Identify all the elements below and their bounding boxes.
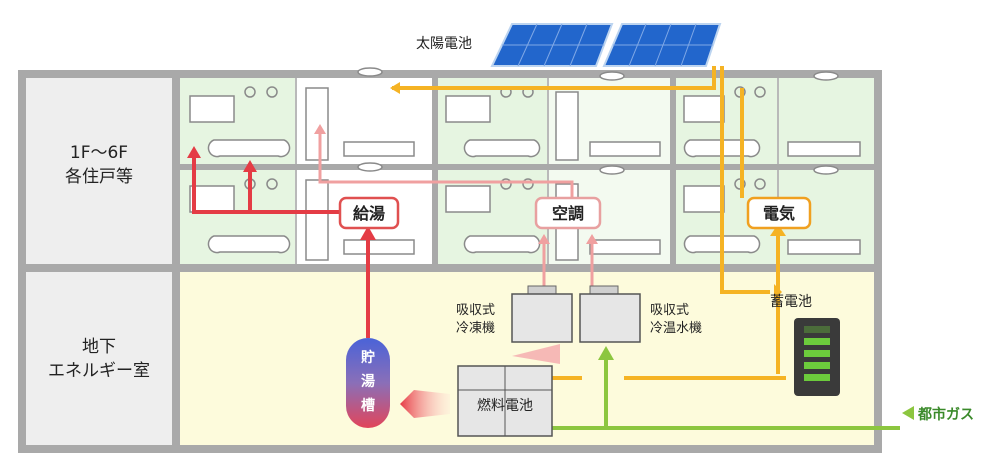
gas-arrow-up (598, 346, 614, 360)
electricity-box: 電気 (746, 196, 812, 230)
absorption-chiller-heater-unit (579, 285, 641, 343)
city-gas-label: 都市ガス (917, 406, 974, 423)
hot-water-arrow-up (360, 226, 376, 240)
aircon-arrow-1 (538, 234, 550, 244)
absorption-chiller-heater-label-2: 冷温水機 (650, 321, 702, 336)
tank-char-1: 貯 (361, 349, 375, 366)
hot-water-box: 給湯 (338, 196, 400, 230)
tank-char-2: 湯 (361, 373, 375, 390)
air-conditioning-label: 空調 (552, 204, 584, 223)
fuel-cell-label: 燃料電池 (477, 397, 533, 414)
electricity-lines (392, 66, 786, 380)
electricity-arrow-up (770, 224, 786, 236)
gas-lines (552, 358, 900, 430)
hot-water-lines (192, 156, 370, 338)
air-conditioning-box: 空調 (534, 196, 602, 230)
absorption-chiller-label-2: 冷凍機 (456, 320, 495, 336)
floors-label-line2: 各住戸等 (65, 167, 133, 187)
basement-label-line2: エネルギー室 (48, 361, 150, 381)
aircon-arrow-up (314, 124, 326, 134)
electricity-arrow-left (390, 82, 400, 94)
electricity-arrow-battery (774, 284, 782, 300)
solar-panel-label: 太陽電池 (416, 36, 472, 52)
basement-label-panel (26, 272, 172, 445)
fuel-cell-unit: 燃料電池 (457, 365, 553, 437)
tank-char-3: 槽 (361, 397, 375, 414)
hot-water-storage-tank: 貯 湯 槽 (346, 338, 390, 428)
solar-panel-array (490, 23, 722, 67)
basement-label-line1: 地下 (82, 337, 116, 357)
hot-water-label: 給湯 (353, 204, 385, 223)
hot-water-arrow-2 (243, 160, 257, 172)
heat-to-tank-arrow (400, 390, 450, 418)
air-conditioning-lines (318, 130, 594, 292)
chiller-heat-inflow (512, 344, 560, 364)
city-gas-arrow (902, 406, 914, 420)
hot-water-arrow-1 (187, 146, 201, 158)
storage-battery-label: 蓄電池 (770, 294, 812, 310)
floors-label-line1: 1F～6F (70, 143, 128, 163)
storage-battery (794, 318, 840, 396)
absorption-chiller-unit (511, 285, 573, 343)
electricity-label: 電気 (763, 204, 795, 223)
aircon-arrow-2 (586, 234, 598, 244)
absorption-chiller-label-1: 吸収式 (456, 303, 495, 318)
floors-label-panel (26, 78, 172, 264)
absorption-chiller-heater-label-1: 吸収式 (650, 303, 689, 318)
